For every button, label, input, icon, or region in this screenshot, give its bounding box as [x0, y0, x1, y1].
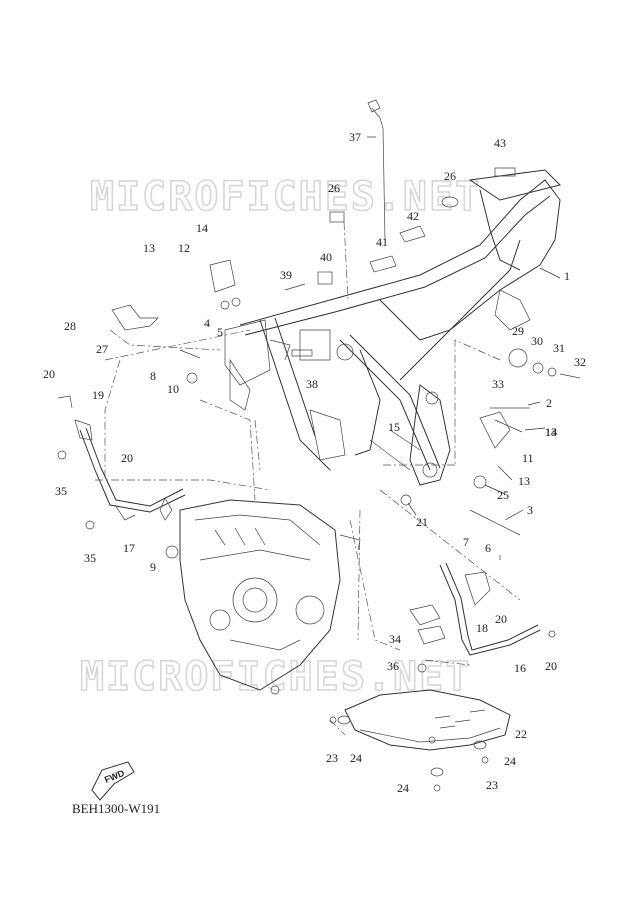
callout: 22	[515, 727, 527, 741]
callout: 5	[217, 325, 223, 339]
callout: 30	[531, 334, 543, 348]
side-engine-guard	[439, 562, 541, 656]
callout: 13	[545, 425, 557, 439]
callout: 10	[167, 382, 179, 396]
callout: 23	[326, 751, 338, 765]
callout: 14	[545, 425, 557, 439]
callout: 25	[497, 488, 509, 502]
callout: 9	[150, 560, 156, 574]
callout: 24	[504, 754, 516, 768]
callout: 20	[43, 367, 55, 381]
callout: 38	[306, 377, 318, 391]
callout: 41	[376, 235, 388, 249]
callout-labels: 1 2 3 4 5 6 7 8 9 10 11 12 13 13 13 14 1…	[43, 130, 586, 795]
callout: 15	[388, 420, 400, 434]
callout: 31	[553, 341, 565, 355]
callout: 13	[143, 241, 155, 255]
callout: 20	[495, 612, 507, 626]
callout: 16	[514, 661, 526, 675]
callout: 26	[328, 181, 340, 195]
callout: 33	[492, 377, 504, 391]
callout: 24	[350, 751, 362, 765]
callout: 34	[389, 632, 401, 646]
callout: 42	[407, 209, 419, 223]
assembly-guide-lines	[95, 221, 521, 736]
callout: 14	[196, 221, 208, 235]
callout: 24	[397, 781, 409, 795]
callout: 20	[121, 451, 133, 465]
callout: 8	[150, 369, 156, 383]
callout: 28	[64, 319, 76, 333]
engine-assembly	[179, 499, 361, 695]
leader-lines	[367, 136, 561, 560]
skid-plate	[344, 689, 511, 751]
callout: 3	[527, 503, 533, 517]
callout: 13	[518, 474, 530, 488]
callout: 18	[476, 621, 488, 635]
callout: 37	[349, 130, 361, 144]
front-engine-guard	[74, 419, 186, 521]
watermark-top: MICROFICHES.NET	[90, 174, 481, 220]
callout: 35	[84, 551, 96, 565]
callout: 1	[564, 269, 570, 283]
callout: 6	[485, 541, 491, 555]
callout: 39	[280, 268, 292, 282]
callout: 35	[55, 484, 67, 498]
fwd-label: FWD	[103, 768, 126, 785]
callout: 11	[522, 451, 534, 465]
callout: 2	[546, 396, 552, 410]
fwd-arrow-icon: FWD	[91, 761, 135, 801]
callout: 23	[486, 778, 498, 792]
watermark-bottom: MICROFICHES.NET	[80, 654, 471, 700]
callout: 20	[545, 659, 557, 673]
callout: 17	[123, 541, 135, 555]
main-frame	[224, 169, 561, 486]
small-parts	[57, 99, 581, 792]
callout: 36	[387, 659, 399, 673]
callout: 4	[204, 316, 210, 330]
callout: 12	[178, 241, 190, 255]
diagram-code: BEH1300-W191	[72, 801, 161, 816]
callout: 29	[512, 324, 524, 338]
callout: 21	[416, 515, 428, 529]
callout: 27	[96, 342, 108, 356]
callout: 40	[320, 250, 332, 264]
callout: 32	[574, 355, 586, 369]
callout: 26	[444, 169, 456, 183]
callout: 7	[463, 535, 469, 549]
callout: 19	[92, 388, 104, 402]
callout: 43	[494, 136, 506, 150]
